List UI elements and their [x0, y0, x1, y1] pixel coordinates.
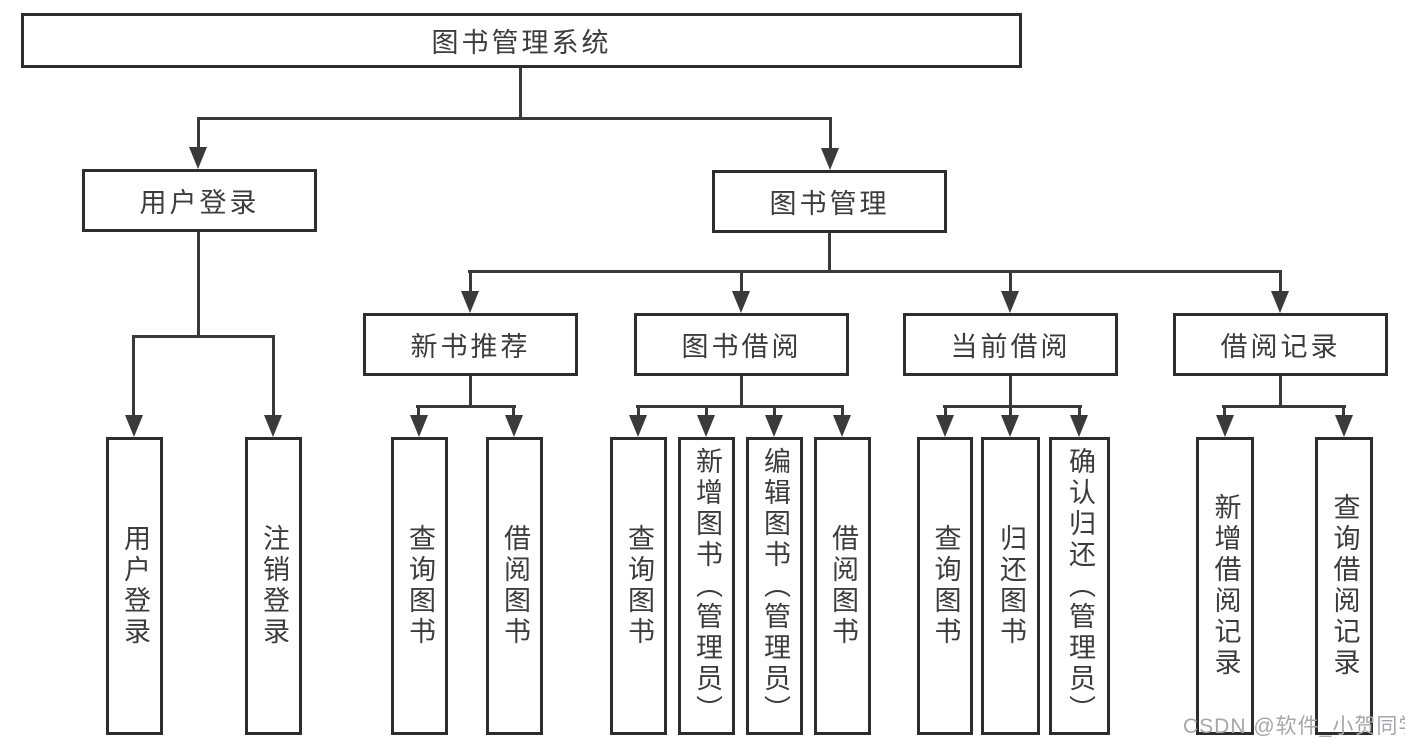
node-user-login: 用户登录 [82, 169, 317, 232]
leaf-label: 借阅图书 [500, 524, 530, 648]
connector-line [1009, 270, 1012, 294]
connector-line [943, 405, 1082, 408]
connector-line [1279, 270, 1282, 294]
connector-line [829, 117, 832, 150]
leaf-label: 归还图书 [996, 524, 1026, 648]
leaf-query-books: 查询图书 [917, 437, 973, 735]
connector-line [512, 405, 515, 417]
arrowhead-down-icon [410, 415, 428, 437]
leaf-edit-books-admin: 编辑图书（管理员） [746, 437, 803, 735]
arrowhead-down-icon [629, 415, 647, 437]
leaf-borrow-books: 借阅图书 [486, 437, 543, 735]
connector-line [197, 117, 200, 149]
connector-line [132, 335, 275, 338]
connector-line [417, 405, 420, 417]
leaf-label: 新增图书（管理员） [692, 446, 722, 726]
leaf-label: 确认归还（管理员） [1065, 446, 1095, 726]
arrowhead-down-icon [505, 415, 523, 437]
connector-line [1223, 405, 1226, 417]
connector-line [1078, 405, 1081, 417]
arrowhead-down-icon [1216, 415, 1234, 437]
connector-line [1342, 405, 1345, 417]
leaf-user-login: 用户登录 [106, 437, 163, 735]
arrowhead-down-icon [1001, 291, 1019, 313]
connector-line [828, 233, 831, 273]
arrowhead-down-icon [461, 291, 479, 313]
leaf-label: 用户登录 [120, 524, 150, 648]
arrowhead-down-icon [1070, 415, 1088, 437]
leaf-add-borrow-record: 新增借阅记录 [1196, 437, 1254, 735]
leaf-label: 查询图书 [930, 524, 961, 648]
connector-line [1279, 376, 1282, 408]
arrowhead-down-icon [125, 415, 143, 437]
connector-line [416, 405, 516, 408]
connector-line [197, 117, 832, 120]
connector-line [197, 232, 200, 337]
arrowhead-down-icon [833, 415, 851, 437]
arrowhead-down-icon [189, 147, 207, 169]
arrowhead-down-icon [821, 148, 839, 170]
leaf-query-books: 查询图书 [610, 437, 667, 735]
connector-line [469, 376, 472, 408]
arrowhead-down-icon [697, 415, 715, 437]
leaf-add-books-admin: 新增图书（管理员） [678, 437, 735, 735]
connector-line [705, 405, 708, 417]
connector-line [1009, 376, 1012, 408]
watermark: CSDN @软件_小贺同学 [1183, 715, 1405, 738]
leaf-label: 注销登录 [259, 524, 289, 648]
leaf-borrow-books: 借阅图书 [814, 437, 871, 735]
leaf-confirm-return-admin: 确认归还（管理员） [1049, 437, 1110, 735]
connector-line [1222, 405, 1346, 408]
node-new-book-recommendation: 新书推荐 [363, 313, 578, 376]
connector-line [773, 405, 776, 417]
leaf-label: 查询图书 [624, 524, 654, 648]
node-book-borrowing: 图书借阅 [634, 313, 849, 376]
connector-line [740, 270, 743, 294]
arrowhead-down-icon [765, 415, 783, 437]
node-current-borrowing: 当前借阅 [903, 313, 1118, 376]
leaf-logout: 注销登录 [245, 437, 302, 735]
leaf-query-books: 查询图书 [391, 437, 448, 735]
leaf-label: 编辑图书（管理员） [760, 446, 790, 726]
leaf-return-books: 归还图书 [981, 437, 1040, 735]
connector-line [1009, 405, 1012, 417]
arrowhead-down-icon [732, 291, 750, 313]
arrowhead-down-icon [264, 415, 282, 437]
arrowhead-down-icon [1335, 415, 1353, 437]
connector-line [519, 68, 522, 117]
node-borrowing-records: 借阅记录 [1173, 313, 1388, 376]
arrowhead-down-icon [1001, 415, 1019, 437]
connector-line [637, 405, 640, 417]
leaf-query-borrow-record: 查询借阅记录 [1315, 437, 1373, 735]
leaf-label: 查询借阅记录 [1329, 493, 1360, 679]
arrowhead-down-icon [936, 415, 954, 437]
connector-line [944, 405, 947, 417]
connector-line [841, 405, 844, 417]
connector-line [469, 270, 472, 294]
node-book-management: 图书管理 [712, 170, 947, 233]
connector-line [272, 335, 275, 416]
leaf-label: 新增借阅记录 [1210, 493, 1241, 679]
connector-line [132, 335, 135, 416]
connector-line [468, 270, 1282, 273]
leaf-label: 借阅图书 [828, 524, 858, 648]
node-library-management-system: 图书管理系统 [21, 13, 1022, 68]
leaf-label: 查询图书 [405, 524, 435, 648]
connector-line [740, 376, 743, 408]
arrowhead-down-icon [1271, 291, 1289, 313]
connector-line [636, 405, 844, 408]
